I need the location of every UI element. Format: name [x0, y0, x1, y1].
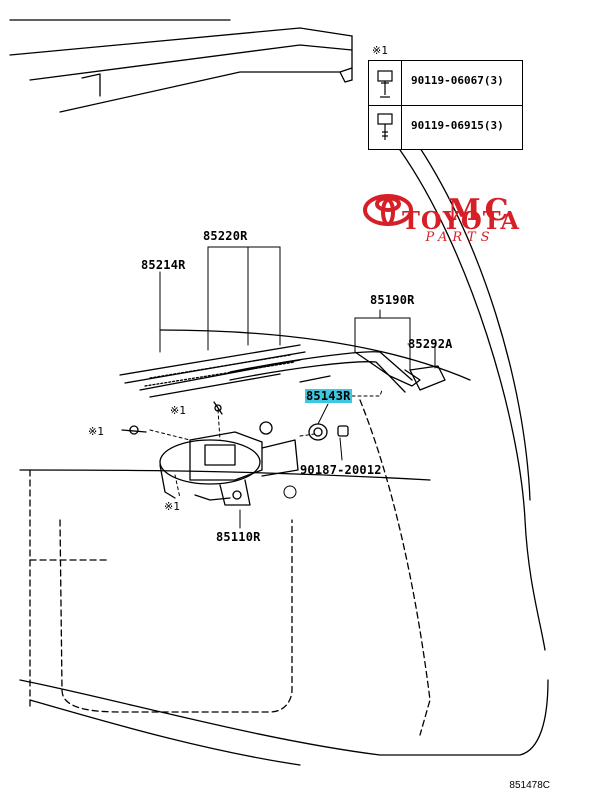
toyota-emblem-icon: [362, 192, 414, 232]
legend-part-number[interactable]: 90119-06915(3): [411, 119, 504, 132]
part-label-85190r[interactable]: 85190R: [370, 293, 415, 307]
fastener-note: ※1: [164, 500, 180, 513]
fastener-note: ※1: [88, 425, 104, 438]
bolt-left: [121, 425, 147, 435]
legend-marker: ※1: [372, 44, 388, 57]
diagram-code: 851478C: [509, 780, 550, 791]
bolt-icon: [369, 106, 402, 150]
legend-part-number[interactable]: 90119-06067(3): [411, 74, 504, 87]
brand-line-2: TOYOTA: [402, 206, 520, 235]
wiper-motor: [159, 401, 299, 506]
back-door-outline: [19, 147, 549, 766]
door-right-dashed: [359, 399, 431, 736]
legend-row: 90119-06067(3): [369, 61, 522, 105]
arm-cap: [409, 365, 446, 391]
plate-recess: [59, 519, 293, 713]
brand-line-3: PARTS: [425, 230, 495, 245]
leader-lines: [149, 246, 436, 529]
roof-outline: [9, 19, 353, 113]
legend-row: 90119-06915(3): [369, 105, 522, 150]
grommet: [308, 423, 349, 441]
part-label-85143r-highlighted[interactable]: 85143R: [305, 389, 352, 403]
part-label-85292a[interactable]: 85292A: [408, 337, 453, 351]
wiper-arm: [229, 351, 421, 393]
bolt-with-washer-icon: [369, 61, 402, 105]
part-label-85220r[interactable]: 85220R: [203, 229, 248, 243]
wiper-blade: [119, 344, 306, 398]
part-label-90187-20012[interactable]: 90187-20012: [300, 463, 382, 477]
door-handle-recess: [283, 485, 297, 499]
part-label-85110r[interactable]: 85110R: [216, 530, 261, 544]
fastener-legend-table: 90119-06067(3) 90119-06915(3): [368, 60, 523, 150]
part-label-85214r[interactable]: 85214R: [141, 258, 186, 272]
fastener-note: ※1: [170, 404, 186, 417]
brand-line-1: MC: [447, 193, 513, 228]
